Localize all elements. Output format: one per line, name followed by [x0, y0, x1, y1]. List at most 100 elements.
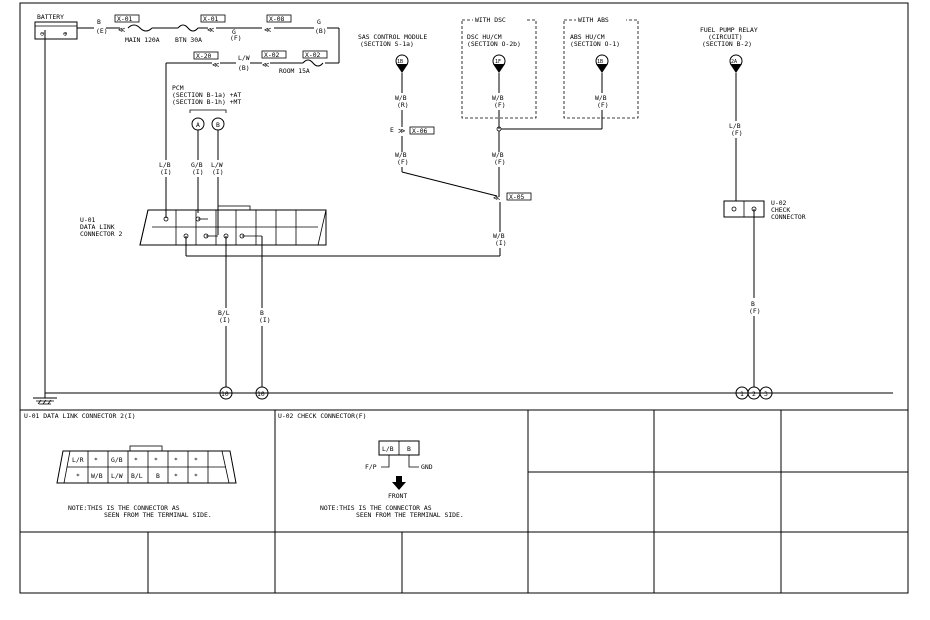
sas-node-label: 1B [397, 59, 403, 65]
pcm-wire-2-sub: (I) [192, 168, 204, 176]
pcm-wire-1-sub: (I) [160, 168, 172, 176]
wire-b-sub: (E) [96, 27, 108, 35]
room-fuse-icon [302, 59, 324, 67]
fuel-wire: L/B [729, 122, 741, 130]
connector-icon: ≪ [118, 26, 125, 34]
sas-title: SAS CONTROL MODULE [358, 33, 427, 41]
dlc-wire-bl-sub: (I) [219, 316, 231, 324]
abs-group-label: WITH ABS [578, 16, 609, 24]
pcm-terminal-a-label: A [196, 121, 200, 129]
check-name-1: CHECK [771, 206, 790, 214]
pcm-block: PCM (SECTION B-1a) +AT (SECTION B-1h) +M… [159, 84, 241, 235]
dlc-pin-lb [163, 216, 169, 222]
fuel-wire-sub: (F) [731, 129, 743, 137]
pcm-wire-1-color: L/B [159, 161, 171, 169]
connector-x01b-label: X-01 [203, 15, 219, 23]
connector-x02b-label: X-02 [305, 51, 321, 59]
sas-arrow-icon [396, 64, 408, 73]
connector-icon: ≪ [212, 61, 219, 69]
dsc-section: (SECTION O-2b) [467, 40, 521, 48]
ground-2-label: 2 [752, 390, 756, 398]
check-face-gnd: GND [421, 463, 433, 471]
battery-positive-icon: ⊕ [63, 30, 68, 38]
pcm-title: PCM [172, 84, 184, 92]
dlc-wire-b: B [260, 309, 264, 317]
wire-b-label: B [97, 18, 101, 26]
panel2-title: U-02 CHECK CONNECTOR(F) [278, 412, 367, 420]
data-link-connector: U-01 DATA LINK CONNECTOR 2 B/L (I) [80, 205, 500, 400]
dlc-name-1: DATA LINK [80, 223, 115, 231]
sas-wire: W/B [395, 94, 407, 102]
connector-x20-label: X-20 [196, 52, 212, 60]
dlc-face-r2c1: * [76, 472, 80, 480]
battery-negative-icon: ⊖ [40, 30, 44, 38]
check-name-2: CONNECTOR [771, 213, 806, 221]
dsc-wire: W/B [492, 94, 504, 102]
dlc-face-r1c5: * [154, 456, 158, 464]
battery: BATTERY ⊖ ⊕ [34, 13, 78, 44]
dlc-face-r2c3: L/W [111, 472, 123, 480]
diagram-frame [19, 2, 909, 594]
power-feed: B (E) X-01 ≪ X-01 ≪ MAIN 120A BTN 30A X-… [77, 14, 340, 160]
joint-connector: ≪ X-05 W/B (I) [493, 192, 532, 256]
panel2-note-1: NOTE:THIS IS THE CONNECTOR AS [320, 504, 432, 512]
wire-g1-sub: (F) [230, 34, 242, 42]
dlc-wire-b-sub: (I) [259, 316, 271, 324]
main-fuse-label: MAIN 120A [125, 36, 160, 44]
sas-control-module: SAS CONTROL MODULE (SECTION S-1a) 1B W/B… [358, 33, 498, 197]
pcm-wire-2-color: G/B [191, 161, 203, 169]
fuel-wire-b: B [751, 300, 755, 308]
fuel-title-1: FUEL PUMP RELAY [700, 26, 758, 34]
panel1-note-1: NOTE:THIS IS THE CONNECTOR AS [68, 504, 180, 512]
dlc-face-r1c3: G/B [111, 456, 123, 464]
connector-icon: ≪ [207, 26, 214, 34]
ground-point-3 [759, 386, 773, 400]
dlc-face-r2c7: * [194, 472, 198, 480]
joint-wire: W/B [493, 232, 505, 240]
joint-x05-label: X-05 [509, 193, 525, 201]
ground-1-label: 1 [740, 390, 744, 398]
dsc-wire2: W/B [492, 151, 504, 159]
check-face-fp: F/P [365, 463, 377, 471]
connector-x08-label: X-08 [269, 15, 285, 23]
pcm-section-at: (SECTION B-1a) +AT [172, 91, 241, 99]
abs-wire-sub: (F) [597, 101, 609, 109]
check-face-pin-2: B [407, 445, 411, 453]
dsc-wire-sub: (F) [494, 101, 506, 109]
dlc-face-r1c7: * [194, 456, 198, 464]
wire-g2-sub: (B) [315, 27, 327, 35]
fuel-title-2: (CIRCUIT) [708, 33, 743, 41]
btn-fuse-label: BTN 30A [175, 36, 202, 44]
panel2-note-2: SEEN FROM THE TERMINAL SIDE. [356, 511, 464, 519]
dsc-arrow-icon [493, 64, 505, 73]
panel-data-link-connector: U-01 DATA LINK CONNECTOR 2(I) L/R * G/B … [24, 412, 237, 519]
connector-x01-label: X-01 [117, 15, 133, 23]
joint-wire-sub: (I) [495, 239, 507, 247]
fuel-node-label: 2A [731, 59, 737, 65]
sas-wire2: W/B [395, 151, 407, 159]
dsc-group-label: WITH DSC [475, 16, 506, 24]
ground-3-label: 3 [764, 390, 768, 398]
panel1-title: U-01 DATA LINK CONNECTOR 2(I) [24, 412, 136, 420]
dlc-face-r2c6: * [174, 472, 178, 480]
check-face-front: FRONT [388, 492, 407, 500]
front-arrow-icon [392, 476, 406, 490]
dlc-id: U-01 [80, 216, 96, 224]
sas-wire-sub: (R) [397, 101, 409, 109]
dsc-wire2-sub: (F) [494, 158, 506, 166]
dlc-face-r1c1: L/R [72, 456, 84, 464]
pcm-terminal-b-label: B [216, 121, 220, 129]
dlc-name-2: CONNECTOR 2 [80, 230, 122, 238]
ground-point-10a [219, 386, 233, 400]
dlc-face-r1c4: * [134, 456, 138, 464]
dsc-group: WITH DSC DSC HU/CM (SECTION O-2b) 1F W/B… [461, 16, 537, 196]
ground-bus [33, 30, 893, 405]
abs-title: ABS HU/CM [570, 33, 605, 41]
abs-group: WITH ABS ABS HU/CM (SECTION O-1) 1B W/B … [501, 16, 639, 130]
sas-section: (SECTION S-1a) [360, 40, 414, 48]
fuel-arrow-icon [730, 64, 742, 73]
pcm-wire-3-color: L/W [211, 161, 223, 169]
panel1-note-2: SEEN FROM THE TERMINAL SIDE. [104, 511, 212, 519]
dlc-face-r2c5: B [156, 472, 160, 480]
